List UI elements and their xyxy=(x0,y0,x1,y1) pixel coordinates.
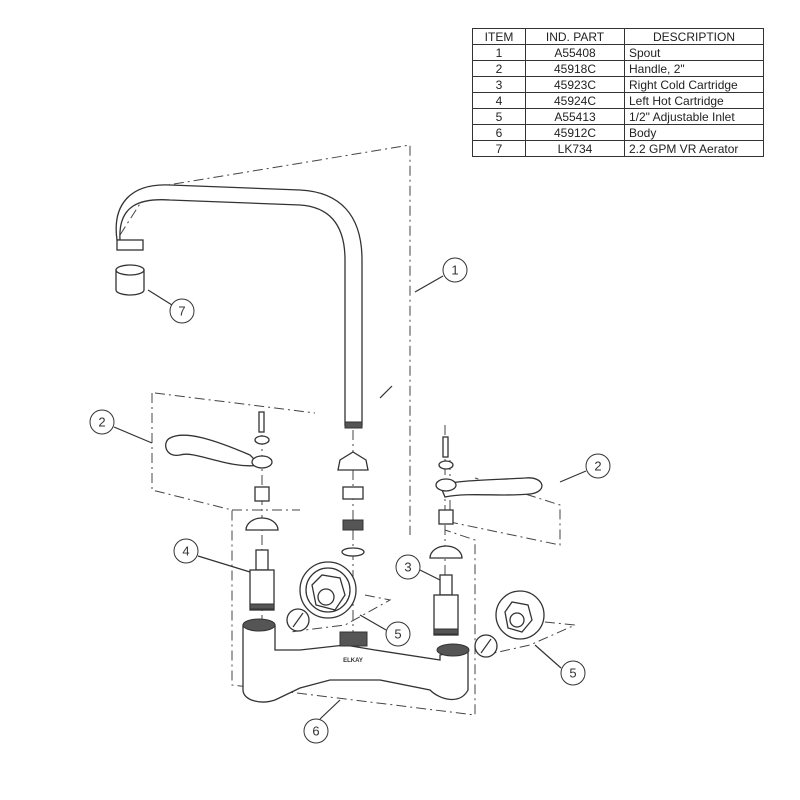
svg-text:1: 1 xyxy=(451,263,458,278)
callout-2-left: 2 xyxy=(89,409,115,435)
svg-text:5: 5 xyxy=(394,627,401,642)
callout-4: 4 xyxy=(173,538,199,564)
leader-lines xyxy=(113,275,587,720)
description-cell: 1/2" Adjustable Inlet xyxy=(624,108,764,125)
callout-3: 3 xyxy=(395,554,421,580)
callout-6: 6 xyxy=(303,718,329,744)
svg-text:4: 4 xyxy=(182,544,189,559)
right-handle xyxy=(429,436,543,559)
hot-cartridge xyxy=(249,549,275,611)
faucet-body: ELKAY xyxy=(242,618,470,703)
body-logo: ELKAY xyxy=(343,658,363,664)
callout-5-center: 5 xyxy=(385,621,411,647)
part-number-cell: LK734 xyxy=(525,140,625,157)
part-number-cell: 45912C xyxy=(525,124,625,141)
spout-nut-stack xyxy=(337,451,369,557)
svg-text:7: 7 xyxy=(178,304,185,319)
right-inlet xyxy=(474,590,545,658)
svg-text:2: 2 xyxy=(98,415,105,430)
svg-text:2: 2 xyxy=(594,459,601,474)
callout-1: 1 xyxy=(442,257,468,283)
description-cell: Left Hot Cartridge xyxy=(624,92,764,109)
callout-5-right: 5 xyxy=(560,660,586,686)
svg-text:5: 5 xyxy=(569,666,576,681)
callout-2-right: 2 xyxy=(585,453,611,479)
description-cell: 2.2 GPM VR Aerator xyxy=(624,140,764,157)
callout-7: 7 xyxy=(169,298,195,324)
aerator xyxy=(115,264,145,296)
spout xyxy=(115,184,393,429)
svg-text:6: 6 xyxy=(312,724,319,739)
cold-cartridge xyxy=(433,574,459,636)
description-cell: Handle, 2" xyxy=(624,60,764,77)
left-handle xyxy=(165,411,279,531)
svg-text:3: 3 xyxy=(404,560,411,575)
center-inlet xyxy=(286,561,357,632)
